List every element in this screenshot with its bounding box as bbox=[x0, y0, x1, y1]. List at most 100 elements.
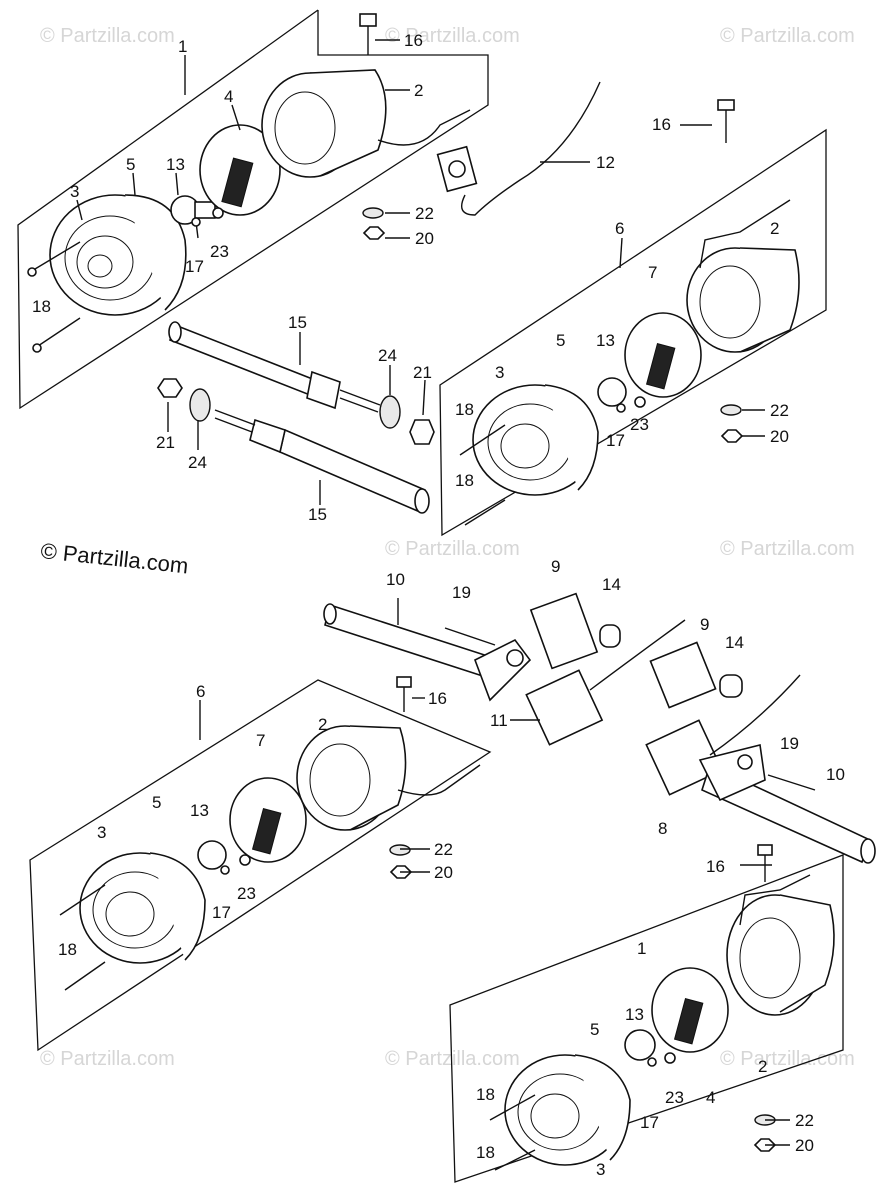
callout-16: 16 bbox=[428, 689, 447, 708]
watermark: © Partzilla.com bbox=[385, 538, 520, 560]
watermark: © Partzilla.com bbox=[385, 1048, 520, 1070]
callout-21: 21 bbox=[156, 433, 175, 452]
callout-17: 17 bbox=[606, 431, 625, 450]
assembly-frame bbox=[439, 128, 827, 537]
callout-5: 5 bbox=[590, 1020, 599, 1039]
callout-17: 17 bbox=[212, 903, 231, 922]
collar-14 bbox=[599, 624, 621, 648]
callout-20: 20 bbox=[415, 229, 434, 248]
shaft-15-upper bbox=[168, 321, 381, 413]
callout-21: 21 bbox=[413, 363, 432, 382]
callout-19: 19 bbox=[452, 583, 471, 602]
callout-15: 15 bbox=[288, 313, 307, 332]
callout-9: 9 bbox=[700, 615, 709, 634]
bolt-16-center bbox=[396, 676, 412, 688]
callout-22: 22 bbox=[770, 401, 789, 420]
callout-1: 1 bbox=[178, 37, 187, 56]
collar-14b bbox=[719, 674, 743, 698]
callout-22: 22 bbox=[415, 204, 434, 223]
assembly-middle-right bbox=[439, 128, 827, 537]
callout-23: 23 bbox=[665, 1088, 684, 1107]
callout-13: 13 bbox=[190, 801, 209, 820]
washer-22 bbox=[362, 207, 384, 219]
lens-rim bbox=[124, 194, 187, 311]
callout-2: 2 bbox=[414, 81, 423, 100]
callout-24: 24 bbox=[378, 346, 397, 365]
leader-lines bbox=[76, 39, 790, 1146]
callout-3: 3 bbox=[495, 363, 504, 382]
callout-3: 3 bbox=[97, 823, 106, 842]
callout-7: 7 bbox=[256, 731, 265, 750]
callout-20: 20 bbox=[770, 427, 789, 446]
callout-9: 9 bbox=[551, 557, 560, 576]
callout-6: 6 bbox=[615, 219, 624, 238]
callout-5: 5 bbox=[152, 793, 161, 812]
callout-14: 14 bbox=[725, 633, 744, 652]
callout-13: 13 bbox=[625, 1005, 644, 1024]
callout-22: 22 bbox=[795, 1111, 814, 1130]
washer-22 bbox=[720, 404, 742, 416]
bolt-16-top bbox=[359, 13, 377, 55]
callout-20: 20 bbox=[434, 863, 453, 882]
callout-10: 10 bbox=[826, 765, 845, 784]
copyright-text: © Partzilla.com bbox=[39, 538, 189, 578]
assembly-lower-left bbox=[29, 679, 492, 1052]
watermark: © Partzilla.com bbox=[40, 1048, 175, 1070]
callout-10: 10 bbox=[386, 570, 405, 589]
callout-16: 16 bbox=[652, 115, 671, 134]
watermark: © Partzilla.com bbox=[720, 25, 855, 47]
nut-20 bbox=[362, 226, 386, 240]
callout-17: 17 bbox=[185, 257, 204, 276]
washer-24-left bbox=[189, 388, 211, 422]
callout-15: 15 bbox=[308, 505, 327, 524]
nut-21-left bbox=[157, 378, 183, 398]
watermark: © Partzilla.com bbox=[720, 538, 855, 560]
callout-18: 18 bbox=[455, 400, 474, 419]
callout-24: 24 bbox=[188, 453, 207, 472]
stay-10-left bbox=[324, 603, 501, 682]
bracket-assembly bbox=[323, 592, 876, 864]
callout-22: 22 bbox=[434, 840, 453, 859]
callout-23: 23 bbox=[630, 415, 649, 434]
assembly-frame bbox=[29, 679, 492, 1052]
callout-13: 13 bbox=[166, 155, 185, 174]
callout-7: 7 bbox=[648, 263, 657, 282]
nut-20 bbox=[720, 429, 744, 443]
assembly-lower-right bbox=[449, 854, 844, 1183]
nut-21-right bbox=[409, 419, 435, 445]
bolt-16-mid bbox=[717, 99, 735, 111]
callout-16: 16 bbox=[404, 31, 423, 50]
callout-18: 18 bbox=[32, 297, 51, 316]
callout-23: 23 bbox=[237, 884, 256, 903]
callout-18: 18 bbox=[58, 940, 77, 959]
callout-4: 4 bbox=[706, 1088, 715, 1107]
bolt-16-lower bbox=[757, 844, 773, 856]
callout-2: 2 bbox=[770, 219, 779, 238]
callout-16: 16 bbox=[706, 857, 725, 876]
callout-17: 17 bbox=[640, 1113, 659, 1132]
callout-1: 1 bbox=[637, 939, 646, 958]
assembly-frame bbox=[17, 9, 489, 410]
callout-labels: 1 16 2 4 5 13 3 12 22 20 23 17 18 16 6 2… bbox=[32, 31, 845, 1179]
callout-19: 19 bbox=[780, 734, 799, 753]
callout-12: 12 bbox=[596, 153, 615, 172]
bulb-socket bbox=[194, 201, 216, 219]
assembly-frame bbox=[449, 854, 844, 1183]
watermark: © Partzilla.com bbox=[385, 25, 520, 47]
callout-18: 18 bbox=[455, 471, 474, 490]
holder-11 bbox=[525, 669, 604, 746]
callout-4: 4 bbox=[224, 87, 233, 106]
callout-5: 5 bbox=[556, 331, 565, 350]
plate-8 bbox=[645, 719, 724, 796]
callout-23: 23 bbox=[210, 242, 229, 261]
plate-9 bbox=[529, 592, 599, 670]
assembly-top-left bbox=[17, 9, 489, 410]
callout-2: 2 bbox=[318, 715, 327, 734]
callout-13: 13 bbox=[596, 331, 615, 350]
callout-14: 14 bbox=[602, 575, 621, 594]
washer-22 bbox=[389, 844, 411, 856]
watermarks: © Partzilla.com © Partzilla.com © Partzi… bbox=[40, 25, 855, 1070]
callout-6: 6 bbox=[196, 682, 205, 701]
callout-2: 2 bbox=[758, 1057, 767, 1076]
